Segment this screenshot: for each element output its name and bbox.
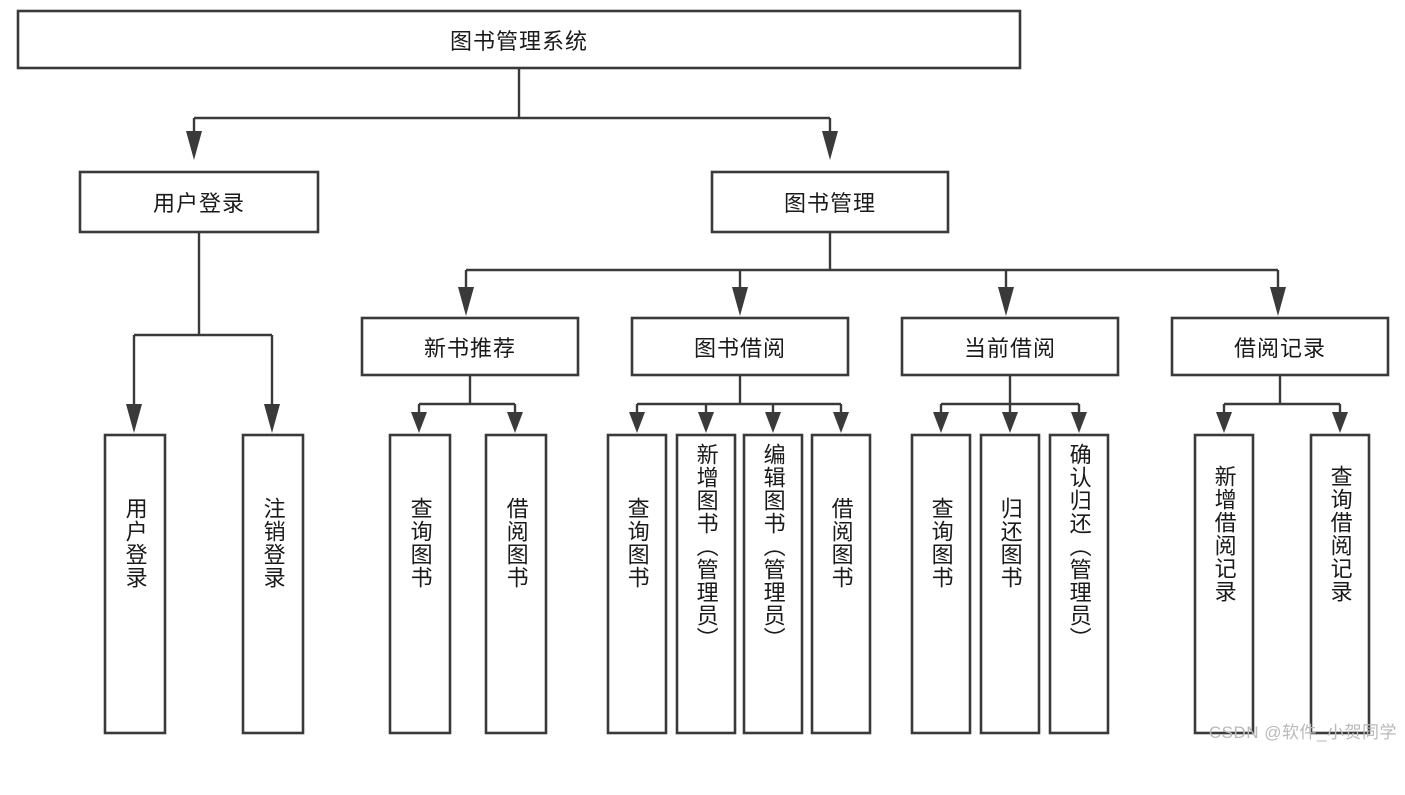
node-box-root[interactable] [16, 9, 1022, 70]
connector-group-user-login [126, 232, 280, 433]
arrow-to-leaf-query-book-1 [411, 412, 427, 433]
node-box-user-login[interactable] [78, 170, 320, 234]
arrow-to-leaf-add-record [1216, 412, 1232, 433]
connector-group-borrow-record [1216, 375, 1348, 433]
node-box-leaf-query-record[interactable] [1309, 433, 1371, 735]
diagram-root: 图书管理系统 用户登录 图书管理 新书推荐 图书借阅 当前借阅 借阅记录 用户登… [16, 9, 1396, 742]
node-box-leaf-logout-login[interactable] [241, 433, 305, 735]
arrow-to-leaf-borrow-book-2 [833, 412, 849, 433]
node-box-leaf-edit-book[interactable] [742, 433, 804, 735]
node-box-leaf-query-book-2[interactable] [606, 433, 668, 735]
arrow-to-leaf-query-book-2 [629, 412, 645, 433]
arrow-to-leaf-return-book [1002, 412, 1018, 433]
arrow-to-leaf-confirm-return [1071, 412, 1087, 433]
node-box-leaf-query-book-1[interactable] [388, 433, 452, 735]
arrow-root-to-user-login [186, 131, 202, 160]
arrow-to-leaf-borrow-book-1 [507, 412, 523, 433]
connector-group-book-borrow [629, 375, 849, 433]
node-box-leaf-user-login[interactable] [103, 433, 167, 735]
node-box-current-borrow[interactable] [900, 316, 1120, 377]
arrow-to-current-borrow [998, 287, 1014, 316]
arrow-to-borrow-record [1270, 287, 1286, 316]
node-box-leaf-borrow-book-1[interactable] [484, 433, 548, 735]
node-box-book-management[interactable] [710, 170, 950, 234]
arrow-to-leaf-add-book [698, 412, 714, 433]
arrow-to-leaf-logout-login [264, 404, 280, 433]
connector-group-new-book-recommend [411, 375, 523, 433]
arrow-to-leaf-user-login [126, 404, 142, 433]
node-box-borrow-record[interactable] [1170, 316, 1390, 377]
connector-group-root [186, 68, 838, 160]
arrow-root-to-book-management [822, 131, 838, 160]
connector-group-current-borrow [933, 375, 1087, 433]
node-box-leaf-borrow-book-2[interactable] [810, 433, 872, 735]
arrow-to-book-borrow [732, 287, 748, 316]
arrow-to-leaf-edit-book [765, 412, 781, 433]
arrow-to-leaf-query-book-3 [933, 412, 949, 433]
connector-group-book-management [458, 232, 1286, 316]
node-box-leaf-add-book[interactable] [675, 433, 737, 735]
node-box-leaf-confirm-return[interactable] [1048, 433, 1110, 735]
node-box-new-book-recommend[interactable] [360, 316, 580, 377]
node-box-leaf-return-book[interactable] [979, 433, 1041, 735]
node-box-book-borrow[interactable] [630, 316, 850, 377]
diagram-canvas [16, 9, 1390, 735]
arrow-to-leaf-query-record [1332, 412, 1348, 433]
node-box-leaf-add-record[interactable] [1193, 433, 1255, 735]
arrow-to-new-book-recommend [458, 287, 474, 316]
node-box-leaf-query-book-3[interactable] [910, 433, 972, 735]
